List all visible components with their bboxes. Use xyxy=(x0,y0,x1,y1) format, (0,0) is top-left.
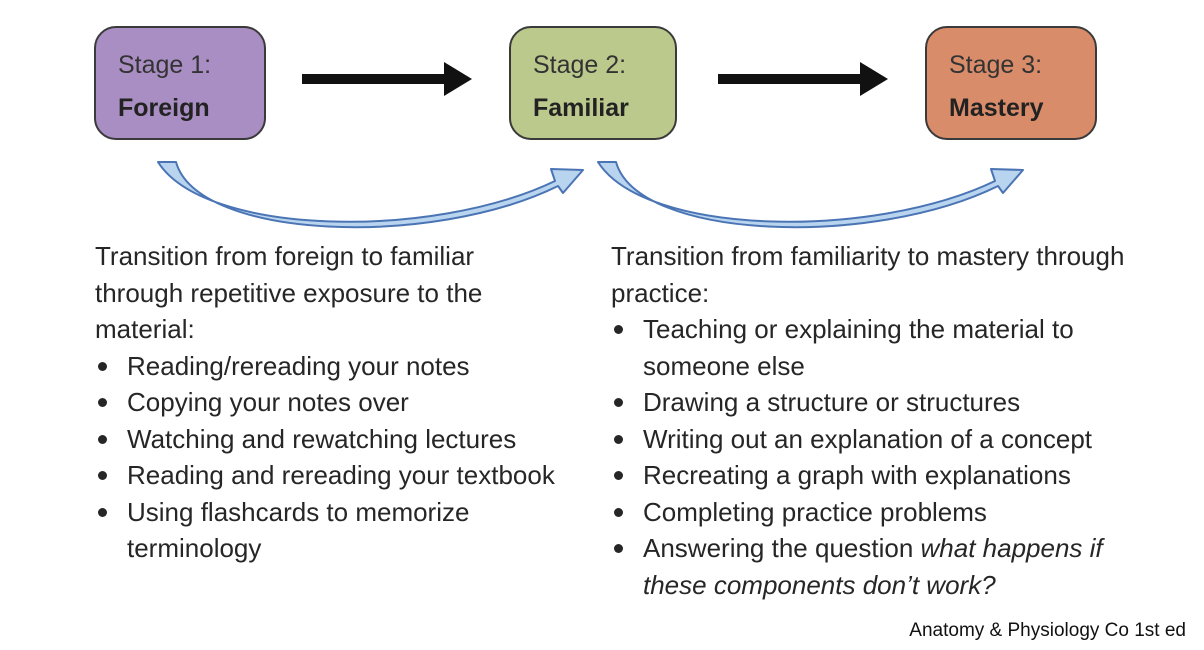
left-intro-text: Transition from foreign to familiar thro… xyxy=(95,241,483,344)
stage-2-number: Stage 2: xyxy=(533,51,627,79)
right-bullet-list: Teaching or explaining the material to s… xyxy=(611,311,1171,603)
last-item-prefix: Answering the question xyxy=(643,533,921,563)
list-item: Drawing a structure or structures xyxy=(611,384,1171,421)
left-bullet-list: Reading/rereading your notes Copying you… xyxy=(95,348,555,567)
list-item: Reading and rereading your textbook xyxy=(95,457,555,494)
stage-3-number: Stage 3: xyxy=(949,51,1043,79)
straight-arrow-2-to-3 xyxy=(718,62,888,96)
list-item: Teaching or explaining the material to s… xyxy=(611,311,1171,384)
last-item-italic-question: what happens if these components don’t w… xyxy=(643,533,1103,600)
source-credit: Anatomy & Physiology Co 1st ed xyxy=(909,620,1186,641)
stage-1-name: Foreign xyxy=(118,93,210,122)
straight-arrow-1-to-2 xyxy=(302,62,472,96)
list-item: Copying your notes over xyxy=(95,384,555,421)
curved-arrow-1-to-2 xyxy=(157,161,584,229)
stage-2-box: Stage 2: Familiar xyxy=(509,26,677,140)
right-intro-text: Transition from familiarity to mastery t… xyxy=(611,241,1125,308)
arrows-layer xyxy=(157,62,1024,229)
stage-1-box: Stage 1: Foreign xyxy=(94,26,266,140)
list-item: Reading/rereading your notes xyxy=(95,348,555,385)
foreign-to-familiar-column: Transition from foreign to familiar thro… xyxy=(95,238,555,567)
stage-2-name: Familiar xyxy=(533,93,629,122)
list-item: Watching and rewatching lectures xyxy=(95,421,555,458)
familiar-to-mastery-column: Transition from familiarity to mastery t… xyxy=(611,238,1171,603)
list-item: Writing out an explanation of a concept xyxy=(611,421,1171,458)
stage-1-number: Stage 1: xyxy=(118,51,212,79)
list-item: Answering the question what happens if t… xyxy=(611,530,1171,603)
list-item: Using flashcards to memorize terminology xyxy=(95,494,555,567)
stage-3-box: Stage 3: Mastery xyxy=(925,26,1097,140)
list-item: Recreating a graph with explanations xyxy=(611,457,1171,494)
stage-3-name: Mastery xyxy=(949,93,1044,122)
curved-arrow-2-to-3 xyxy=(597,161,1024,229)
list-item: Completing practice problems xyxy=(611,494,1171,531)
